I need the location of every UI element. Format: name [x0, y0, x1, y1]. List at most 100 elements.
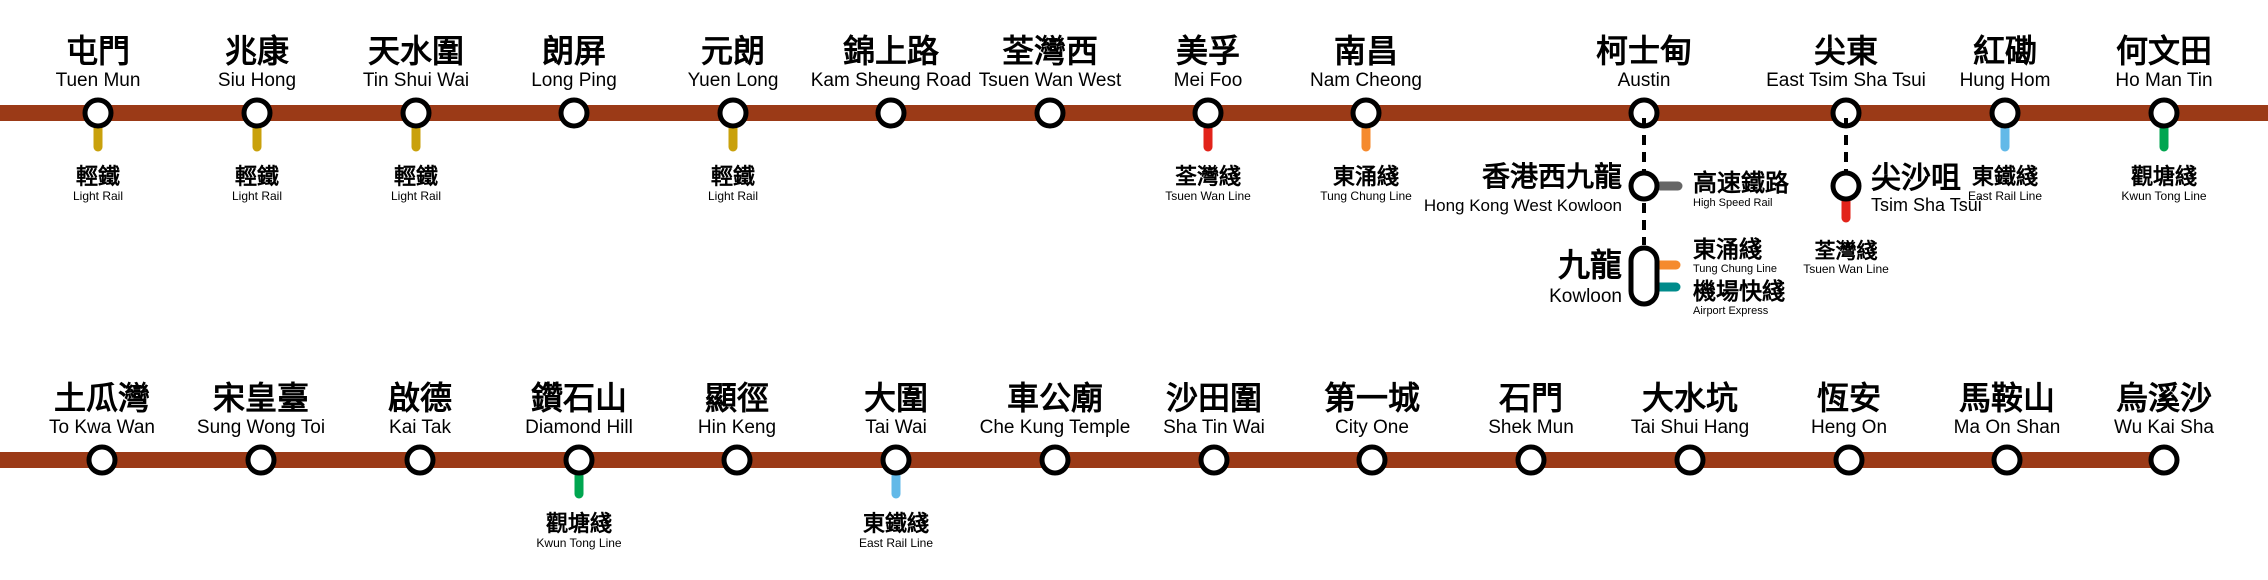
station-nam-cheong[interactable] [1350, 97, 1382, 129]
station-heng-on-zh: 恆安 [1817, 379, 1881, 417]
station-tin-shui-wai[interactable] [400, 97, 432, 129]
station-sha-tin-wai-en: Sha Tin Wai [1163, 417, 1265, 438]
station-tai-wai-en: Tai Wai [865, 417, 927, 438]
station-tai-shui-hang-zh: 大水坑 [1642, 379, 1738, 417]
station-kam-sheung-road-zh: 錦上路 [843, 32, 940, 70]
station-tuen-mun-en: Tuen Mun [56, 70, 141, 91]
station-tai-wai[interactable] [880, 444, 912, 476]
station-che-kung-temple[interactable] [1039, 444, 1071, 476]
station-ho-man-tin[interactable] [2148, 97, 2180, 129]
station-kowloon[interactable] [1628, 245, 1660, 307]
connection-east-rail-line-zh: 東鐵綫 [863, 511, 929, 537]
station-east-tsim-sha-tsui-en: East Tsim Sha Tsui [1766, 70, 1926, 91]
station-wu-kai-sha-zh: 烏溪沙 [2116, 379, 2212, 417]
station-wu-kai-sha-en: Wu Kai Sha [2114, 417, 2214, 438]
station-ma-on-shan[interactable] [1991, 444, 2023, 476]
station-hung-hom[interactable] [1989, 97, 2021, 129]
station-mei-foo[interactable] [1192, 97, 1224, 129]
connection-tsuen-wan-line-zh: 荃灣綫 [1175, 164, 1241, 190]
station-kai-tak[interactable] [404, 444, 436, 476]
station-hong-kong-west-kowloon[interactable] [1628, 170, 1660, 202]
connection-kwun-tong-line-en: Kwun Tong Line [536, 536, 622, 550]
station-sha-tin-wai-zh: 沙田圍 [1166, 379, 1262, 417]
station-tuen-mun[interactable] [82, 97, 114, 129]
station-heng-on[interactable] [1833, 444, 1865, 476]
station-kowloon-en: Kowloon [1549, 286, 1622, 307]
station-hong-kong-west-kowloon-en: Hong Kong West Kowloon [1424, 196, 1622, 215]
station-ho-man-tin-en: Ho Man Tin [2115, 70, 2212, 91]
connection-light-rail-en: Light Rail [232, 189, 282, 203]
station-yuen-long[interactable] [717, 97, 749, 129]
station-austin-zh: 柯士甸 [1596, 32, 1692, 70]
station-hin-keng[interactable] [721, 444, 753, 476]
connection-east-rail-line-en: East Rail Line [859, 536, 933, 550]
station-hong-kong-west-kowloon-zh: 香港西九龍 [1482, 160, 1622, 193]
station-nam-cheong-en: Nam Cheong [1310, 70, 1422, 91]
station-kam-sheung-road[interactable] [875, 97, 907, 129]
connection-kwun-tong-line-zh: 觀塘綫 [2131, 164, 2197, 190]
station-city-one-en: City One [1335, 417, 1409, 438]
connection-high-speed-rail-en: High Speed Rail [1693, 197, 1773, 209]
station-shek-mun[interactable] [1515, 444, 1547, 476]
station-sung-wong-toi-zh: 宋皇臺 [213, 379, 309, 417]
station-city-one-zh: 第一城 [1324, 379, 1420, 417]
station-city-one[interactable] [1356, 444, 1388, 476]
station-hin-keng-en: Hin Keng [698, 417, 776, 438]
station-siu-hong-en: Siu Hong [218, 70, 296, 91]
connection-tung-chung-line-en: Tung Chung Line [1320, 189, 1412, 203]
station-tai-wai-zh: 大圍 [864, 379, 928, 417]
connection-high-speed-rail-zh: 高速鐵路 [1693, 168, 1790, 197]
station-siu-hong-zh: 兆康 [225, 32, 290, 70]
station-mei-foo-en: Mei Foo [1174, 70, 1243, 91]
station-hin-keng-zh: 顯徑 [705, 379, 769, 417]
station-kai-tak-en: Kai Tak [389, 417, 451, 438]
station-che-kung-temple-zh: 車公廟 [1007, 379, 1103, 417]
station-siu-hong[interactable] [241, 97, 273, 129]
station-tsuen-wan-west[interactable] [1034, 97, 1066, 129]
connection-light-rail-en: Light Rail [73, 189, 123, 203]
station-to-kwa-wan[interactable] [86, 444, 118, 476]
station-east-tsim-sha-tsui-zh: 尖東 [1814, 32, 1878, 70]
station-to-kwa-wan-zh: 土瓜灣 [54, 379, 150, 417]
station-long-ping[interactable] [558, 97, 590, 129]
station-tsim-sha-tsui[interactable] [1830, 170, 1862, 202]
station-diamond-hill[interactable] [563, 444, 595, 476]
connection-kwun-tong-line-en: Kwun Tong Line [2121, 189, 2207, 203]
connection-light-rail-en: Light Rail [391, 189, 441, 203]
station-heng-on-en: Heng On [1811, 417, 1887, 438]
station-diamond-hill-en: Diamond Hill [525, 417, 633, 438]
connection-tsuen-wan-line-en: Tsuen Wan Line [1165, 189, 1251, 203]
station-wu-kai-sha[interactable] [2148, 444, 2180, 476]
station-to-kwa-wan-en: To Kwa Wan [49, 417, 155, 438]
station-yuen-long-en: Yuen Long [688, 70, 779, 91]
station-sung-wong-toi[interactable] [245, 444, 277, 476]
station-shek-mun-en: Shek Mun [1488, 417, 1574, 438]
interchange-group: 香港西九龍 Hong Kong West Kowloon 高速鐵路 High S… [1424, 118, 1982, 317]
station-tin-shui-wai-en: Tin Shui Wai [363, 70, 469, 91]
station-sha-tin-wai[interactable] [1198, 444, 1230, 476]
station-sung-wong-toi-en: Sung Wong Toi [197, 417, 325, 438]
station-nam-cheong-zh: 南昌 [1334, 32, 1398, 70]
station-tai-shui-hang[interactable] [1674, 444, 1706, 476]
connection-east-rail-line-en: East Rail Line [1968, 189, 2042, 203]
